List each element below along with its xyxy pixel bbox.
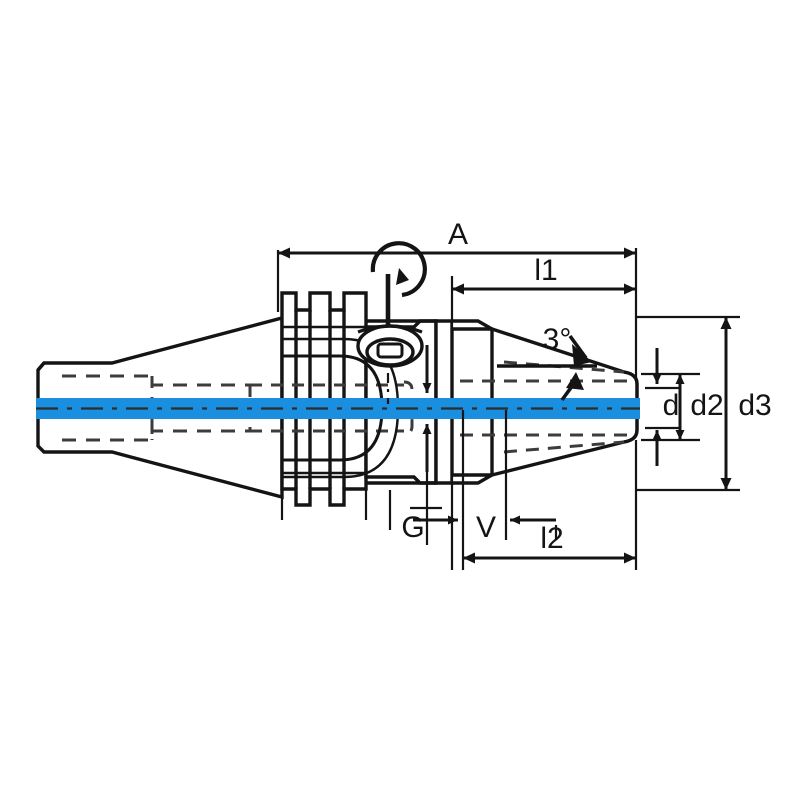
dimension-G-label: G (401, 511, 424, 544)
annotation-taper-angle: 3° (497, 323, 597, 402)
dimension-d2: d2 (675, 374, 724, 440)
dimension-d3-label: d3 (738, 389, 771, 422)
coolant-channel-band (36, 398, 640, 419)
dimension-l1: l1 (452, 254, 636, 295)
clamp-screw-counterbore (356, 324, 424, 368)
dimension-d2-label: d2 (690, 389, 723, 422)
dimension-A-label: A (448, 218, 468, 251)
nose-bore-hidden (460, 360, 630, 454)
dimension-d: d (652, 348, 680, 466)
dimension-l2-label: l2 (540, 522, 563, 555)
dimension-A: A (278, 218, 636, 259)
dimension-d3: d3 (720, 317, 772, 490)
dimension-l2: l2 (463, 522, 636, 564)
dimension-d-label: d (663, 389, 680, 422)
extension-lines (276, 248, 740, 570)
dimension-V: V (413, 511, 556, 544)
dimension-l1-label: l1 (534, 254, 557, 287)
dimension-V-label: V (476, 511, 496, 544)
taper-angle-label: 3° (543, 323, 572, 356)
dimension-G: G (401, 511, 424, 544)
